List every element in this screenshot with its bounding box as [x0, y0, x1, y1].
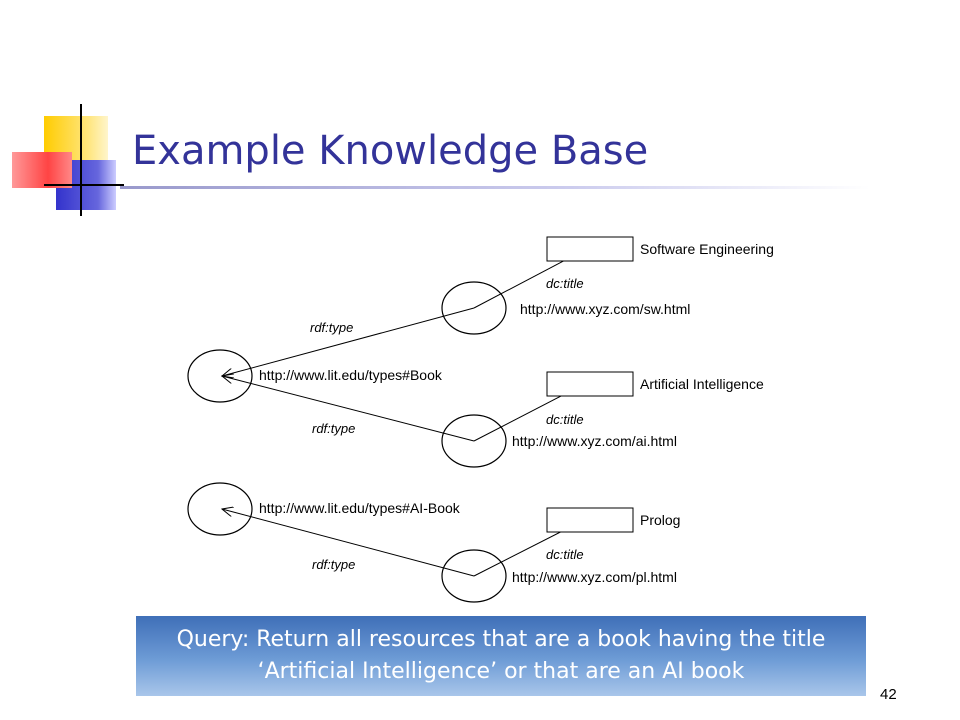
horizontal-line	[44, 184, 124, 186]
type-uri-label: http://www.lit.edu/types#AI-Book	[259, 500, 461, 516]
rdf-type-edge-label: rdf:type	[310, 320, 353, 335]
resource-uri-label: http://www.xyz.com/sw.html	[520, 301, 690, 317]
literal-label: Prolog	[640, 512, 680, 528]
dc-title-edge-label: dc:title	[546, 412, 584, 427]
rdf-type-edge-label: rdf:type	[312, 557, 355, 572]
literal-label: Software Engineering	[640, 241, 774, 257]
dc-title-edge-label: dc:title	[546, 276, 584, 291]
type-uri-label: http://www.lit.edu/types#Book	[259, 367, 443, 383]
title-underline	[120, 186, 870, 189]
query-text: Query: Return all resources that are a b…	[176, 627, 826, 684]
rdf-type-edge	[222, 509, 475, 577]
query-callout: Query: Return all resources that are a b…	[136, 616, 866, 696]
resource-uri-label: http://www.xyz.com/pl.html	[512, 569, 677, 585]
corner-decoration	[0, 0, 140, 220]
rdf-type-edge-label: rdf:type	[312, 421, 355, 436]
red-square	[12, 152, 72, 188]
type-node-ai-book	[187, 482, 253, 536]
rdf-graph-diagram: http://www.lit.edu/types#Book http://www…	[187, 236, 774, 603]
rdf-type-edge	[222, 307, 475, 376]
rdf-type-edge	[222, 376, 475, 442]
vertical-line	[80, 104, 82, 216]
type-node-book	[187, 349, 253, 403]
literal-box	[546, 507, 634, 533]
literal-box	[546, 371, 634, 397]
dc-title-edge-label: dc:title	[546, 547, 584, 562]
literal-box	[546, 236, 634, 262]
literal-label: Artificial Intelligence	[640, 376, 764, 392]
slide-title: Example Knowledge Base	[132, 128, 649, 174]
slide-number: 42	[880, 686, 897, 703]
resource-uri-label: http://www.xyz.com/ai.html	[512, 433, 677, 449]
